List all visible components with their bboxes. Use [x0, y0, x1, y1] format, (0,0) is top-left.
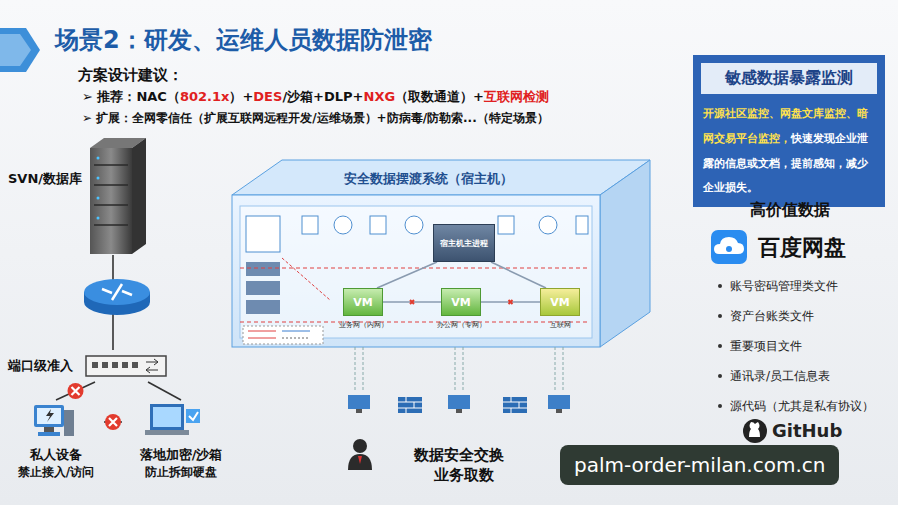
recommend-part: ）+	[229, 89, 253, 104]
node-text: 互联网	[511, 320, 609, 330]
recommend-part: ➢ 推荐：NAC（	[82, 89, 180, 104]
exposure-monitor-panel: 敏感数据暴露监测开源社区监控、网盘文库监控、暗网交易平台监控，快速发现企业泄露的…	[693, 55, 885, 207]
block-mark	[68, 383, 84, 399]
vm-box: VM互联网	[540, 288, 580, 316]
router-icon	[84, 279, 150, 315]
laptop-node: 落地加密/沙箱防止拆卸硬盘	[122, 400, 240, 488]
private-device-icon	[34, 405, 74, 436]
node-title: 落地加密/沙箱	[122, 400, 240, 464]
ferry-system-box	[232, 160, 650, 347]
recommend-part: 互联网检测	[484, 89, 549, 104]
text-label: palm-order-milan.com.cn	[560, 445, 839, 485]
node-text: 业务网（内网）	[314, 320, 412, 330]
connector	[56, 382, 95, 400]
connector	[491, 262, 546, 288]
text-label: 数据安全交换	[414, 446, 504, 465]
text-label: 源代码（尤其是私有协议）	[730, 398, 874, 415]
connector	[377, 262, 437, 288]
text-label: 账号密码管理类文件	[730, 278, 838, 295]
switch-node: 端口级准入	[8, 350, 168, 382]
text-label: 业务取数	[434, 466, 494, 485]
node-text: 办公网（专网）	[412, 320, 510, 330]
panel-body: 开源社区监控、网盘文库监控、暗网交易平台监控，快速发现企业泄露的信息或文档，提前…	[693, 100, 885, 199]
node-title: 端口级准入	[8, 350, 168, 375]
block-mark	[105, 414, 121, 430]
recommend-part: /沙箱+DLP+	[282, 89, 363, 104]
recommend-part: 802.1x	[180, 89, 230, 104]
node-title: VM	[344, 289, 382, 309]
device-node: 私人设备禁止接入/访问	[8, 400, 104, 488]
baidu-logo	[711, 230, 747, 264]
recommend-part: （取数通道）+	[395, 89, 484, 104]
node-title: 宿主机主进程	[434, 225, 494, 249]
text-label: 重要项目文件	[730, 338, 802, 355]
recommend-part: NXG	[364, 89, 396, 104]
node-title: 私人设备	[8, 400, 104, 464]
text-label: 百度网盘	[758, 233, 846, 263]
github-logo	[743, 419, 767, 443]
block-mark	[408, 298, 416, 306]
switch-icon	[86, 356, 166, 376]
vm-box: VM业务网（内网）	[343, 288, 383, 316]
node-text: 防止拆卸硬盘	[122, 464, 240, 481]
connector	[148, 382, 181, 400]
slide-title: 场景2：研发、运维人员数据防泄密	[55, 24, 432, 56]
node-title: VM	[541, 289, 579, 309]
network-icons	[348, 395, 570, 413]
corner-hexagon	[0, 34, 31, 66]
bullet-dots	[718, 284, 722, 408]
text-label: 通讯录/员工信息表	[730, 368, 830, 385]
text-label: 高价值数据	[750, 200, 830, 221]
server-node: SVN/数据库	[8, 140, 143, 255]
main-process-box: 宿主机主进程	[433, 224, 495, 262]
node-title: VM	[442, 289, 480, 309]
text-label: 方案设计建议：	[78, 66, 183, 85]
person-icon	[348, 439, 372, 470]
vm-box: VM办公网（专网）	[441, 288, 481, 316]
text-label: ➢ 扩展：全网零信任（扩展互联网远程开发/运维场景）+防病毒/防勒索...（特定…	[82, 110, 549, 127]
node-title: 安全数据摆渡系统（宿主机）	[232, 160, 650, 188]
corner-hexagon	[0, 28, 40, 72]
laptop-icon	[145, 404, 200, 435]
node-title: SVN/数据库	[8, 140, 143, 188]
network-row	[355, 347, 563, 392]
block-mark	[507, 298, 515, 306]
ferry-system-node: 安全数据摆渡系统（宿主机）宿主机主进程VM业务网（内网）VM办公网（专网）VM互…	[232, 160, 650, 347]
text-label: GitHub	[772, 420, 842, 441]
node-text: 禁止接入/访问	[8, 464, 104, 481]
text-label: 资产台账类文件	[730, 308, 814, 325]
server-icon	[90, 138, 146, 254]
recommend-line: ➢ 推荐：NAC（802.1x）+DES/沙箱+DLP+NXG（取数通道）+互联…	[82, 88, 549, 106]
recommend-part: DES	[253, 89, 282, 104]
node-title: 敏感数据暴露监测	[701, 63, 877, 94]
